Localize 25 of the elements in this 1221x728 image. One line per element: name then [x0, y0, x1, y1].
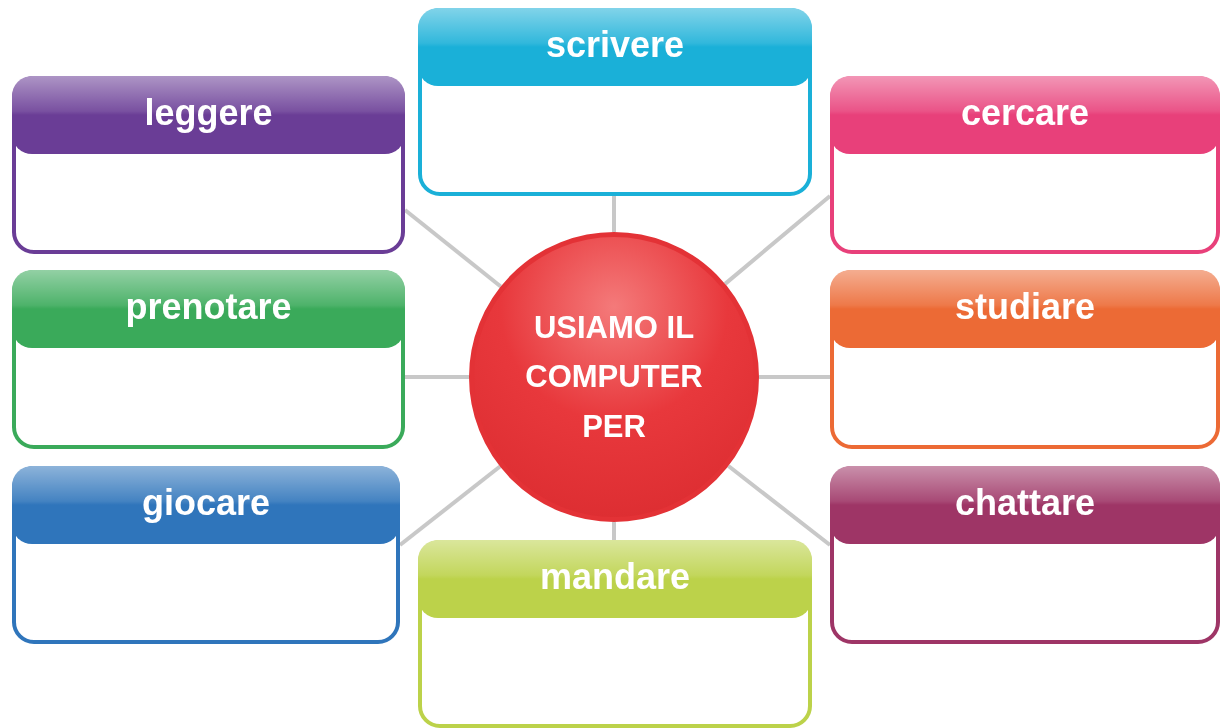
- card-header: prenotare: [12, 270, 405, 348]
- connector-line: [405, 375, 469, 379]
- answer-card: [12, 270, 405, 449]
- answer-card: [830, 76, 1220, 254]
- connector-line: [612, 196, 616, 232]
- card-header: giocare: [12, 466, 400, 544]
- connector-line: [759, 375, 830, 379]
- connector-line: [398, 464, 502, 547]
- answer-card: [830, 466, 1220, 644]
- card-header: chattare: [830, 466, 1220, 544]
- card-header: mandare: [418, 540, 812, 618]
- connector-line: [727, 464, 832, 547]
- answer-card: [418, 8, 812, 196]
- answer-card: [418, 540, 812, 728]
- answer-card: [12, 466, 400, 644]
- connector-line: [403, 208, 502, 289]
- card-header: cercare: [830, 76, 1220, 154]
- card-header: scrivere: [418, 8, 812, 86]
- card-header: studiare: [830, 270, 1220, 348]
- answer-card: [12, 76, 405, 254]
- center-title: USIAMO IL COMPUTER PER: [524, 308, 704, 446]
- connector-line: [612, 522, 616, 540]
- answer-card: [830, 270, 1220, 449]
- connector-line: [723, 194, 832, 286]
- card-header: leggere: [12, 76, 405, 154]
